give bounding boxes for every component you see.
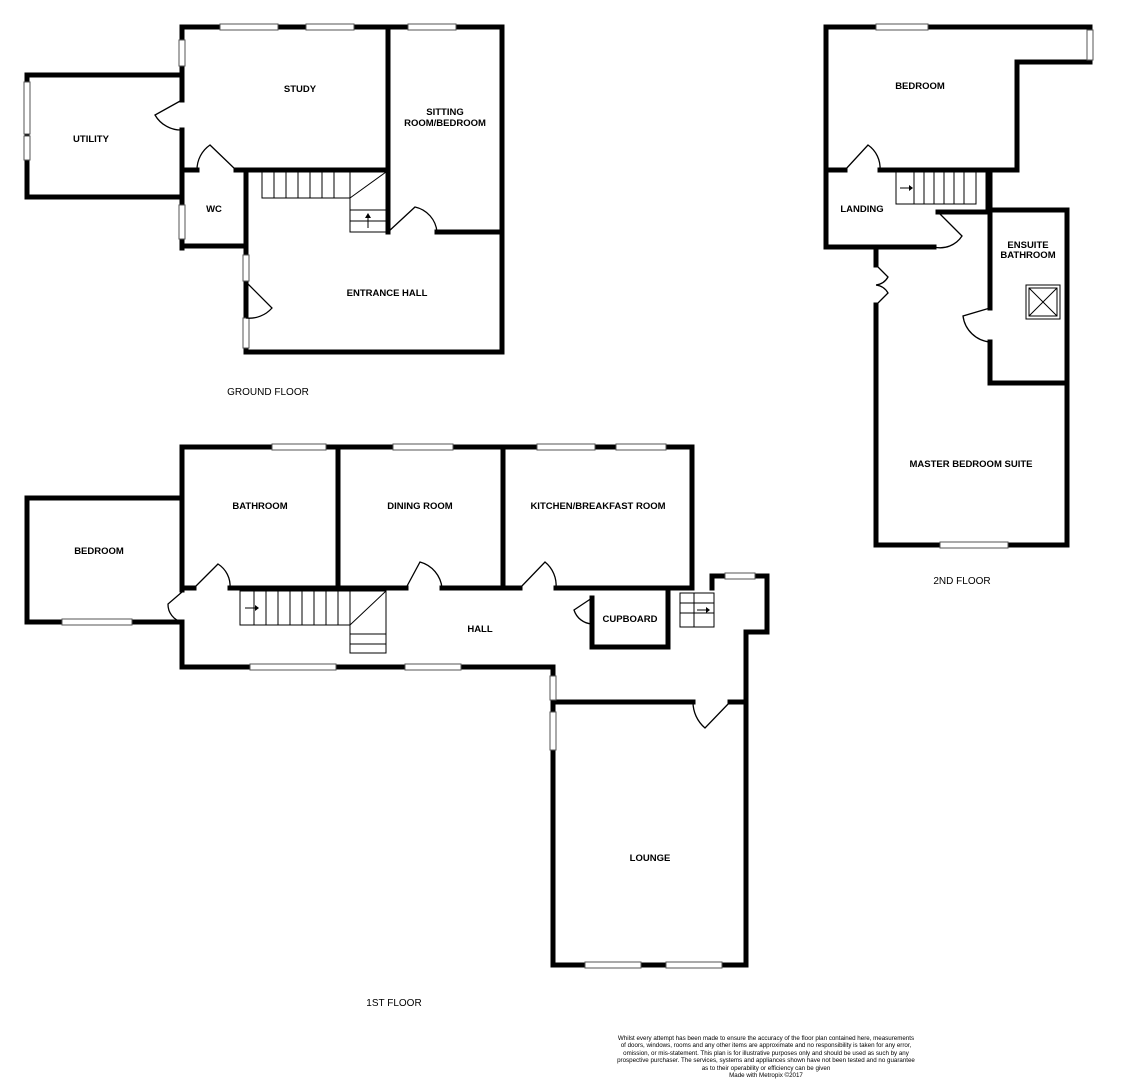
room-label-ensuite-line2: BATHROOM — [1000, 250, 1055, 261]
disclaimer-line: as to their operability or efficiency ca… — [701, 1064, 831, 1072]
disclaimer-text: Whilst every attempt has been made to en… — [600, 1035, 932, 1079]
room-label-landing: LANDING — [840, 204, 883, 215]
floor-label-first: 1ST FLOOR — [366, 998, 421, 1009]
first-floor-walls — [24, 444, 770, 968]
room-label-ensuite-line1: ENSUITE — [1007, 240, 1048, 251]
room-label-bedroom-2nd: BEDROOM — [895, 81, 945, 92]
room-label-utility: UTILITY — [73, 134, 110, 145]
second-floor-walls — [823, 24, 1093, 548]
skylight-icon — [1025, 284, 1061, 320]
room-label-cupboard: CUPBOARD — [603, 614, 658, 625]
disclaimer-line: prospective purchaser. The services, sys… — [617, 1057, 915, 1065]
second-floor-windows — [875, 23, 1094, 549]
room-label-kitchen: KITCHEN/BREAKFAST ROOM — [530, 501, 665, 512]
ground-floor-plan: STUDY SITTING ROOM/BEDROOM UTILITY WC EN… — [23, 23, 505, 398]
room-label-master-bedroom-suite: MASTER BEDROOM SUITE — [910, 459, 1033, 470]
ground-floor-doors — [154, 99, 438, 319]
first-floor-plan: BEDROOM BATHROOM DINING ROOM KITCHEN/BRE… — [24, 443, 770, 1009]
disclaimer-credit: Made with Metropix ©2017 — [729, 1072, 803, 1080]
ground-floor-stairs — [261, 171, 387, 233]
room-label-hall: HALL — [467, 624, 493, 635]
room-label-wc: WC — [206, 204, 222, 215]
disclaimer-line: omission, or mis-statement. This plan is… — [623, 1049, 909, 1057]
room-label-bathroom: BATHROOM — [232, 501, 287, 512]
second-floor-doors — [844, 144, 991, 343]
room-label-sitting-room-line2: ROOM/BEDROOM — [404, 118, 486, 129]
room-label-sitting-room-line1: SITTING — [426, 107, 463, 118]
first-floor-windows — [61, 443, 756, 969]
disclaimer-line: of doors, windows, rooms and any other i… — [620, 1042, 912, 1050]
disclaimer-line: Whilst every attempt has been made to en… — [617, 1035, 915, 1042]
floor-label-ground: GROUND FLOOR — [227, 387, 309, 398]
room-label-bedroom-1st: BEDROOM — [74, 546, 124, 557]
room-label-dining-room: DINING ROOM — [387, 501, 453, 512]
room-label-study: STUDY — [284, 84, 317, 95]
first-floor-doors — [167, 561, 731, 729]
ground-floor-windows — [23, 23, 457, 349]
floor-label-second: 2ND FLOOR — [933, 576, 990, 587]
first-floor-stairs — [239, 590, 715, 654]
second-floor-stairs — [895, 171, 977, 205]
second-floor-plan: BEDROOM LANDING ENSUITE BATHROOM MASTER … — [823, 23, 1094, 587]
ground-floor-walls — [24, 24, 505, 355]
room-label-entrance-hall: ENTRANCE HALL — [347, 288, 428, 299]
room-label-lounge: LOUNGE — [630, 853, 671, 864]
